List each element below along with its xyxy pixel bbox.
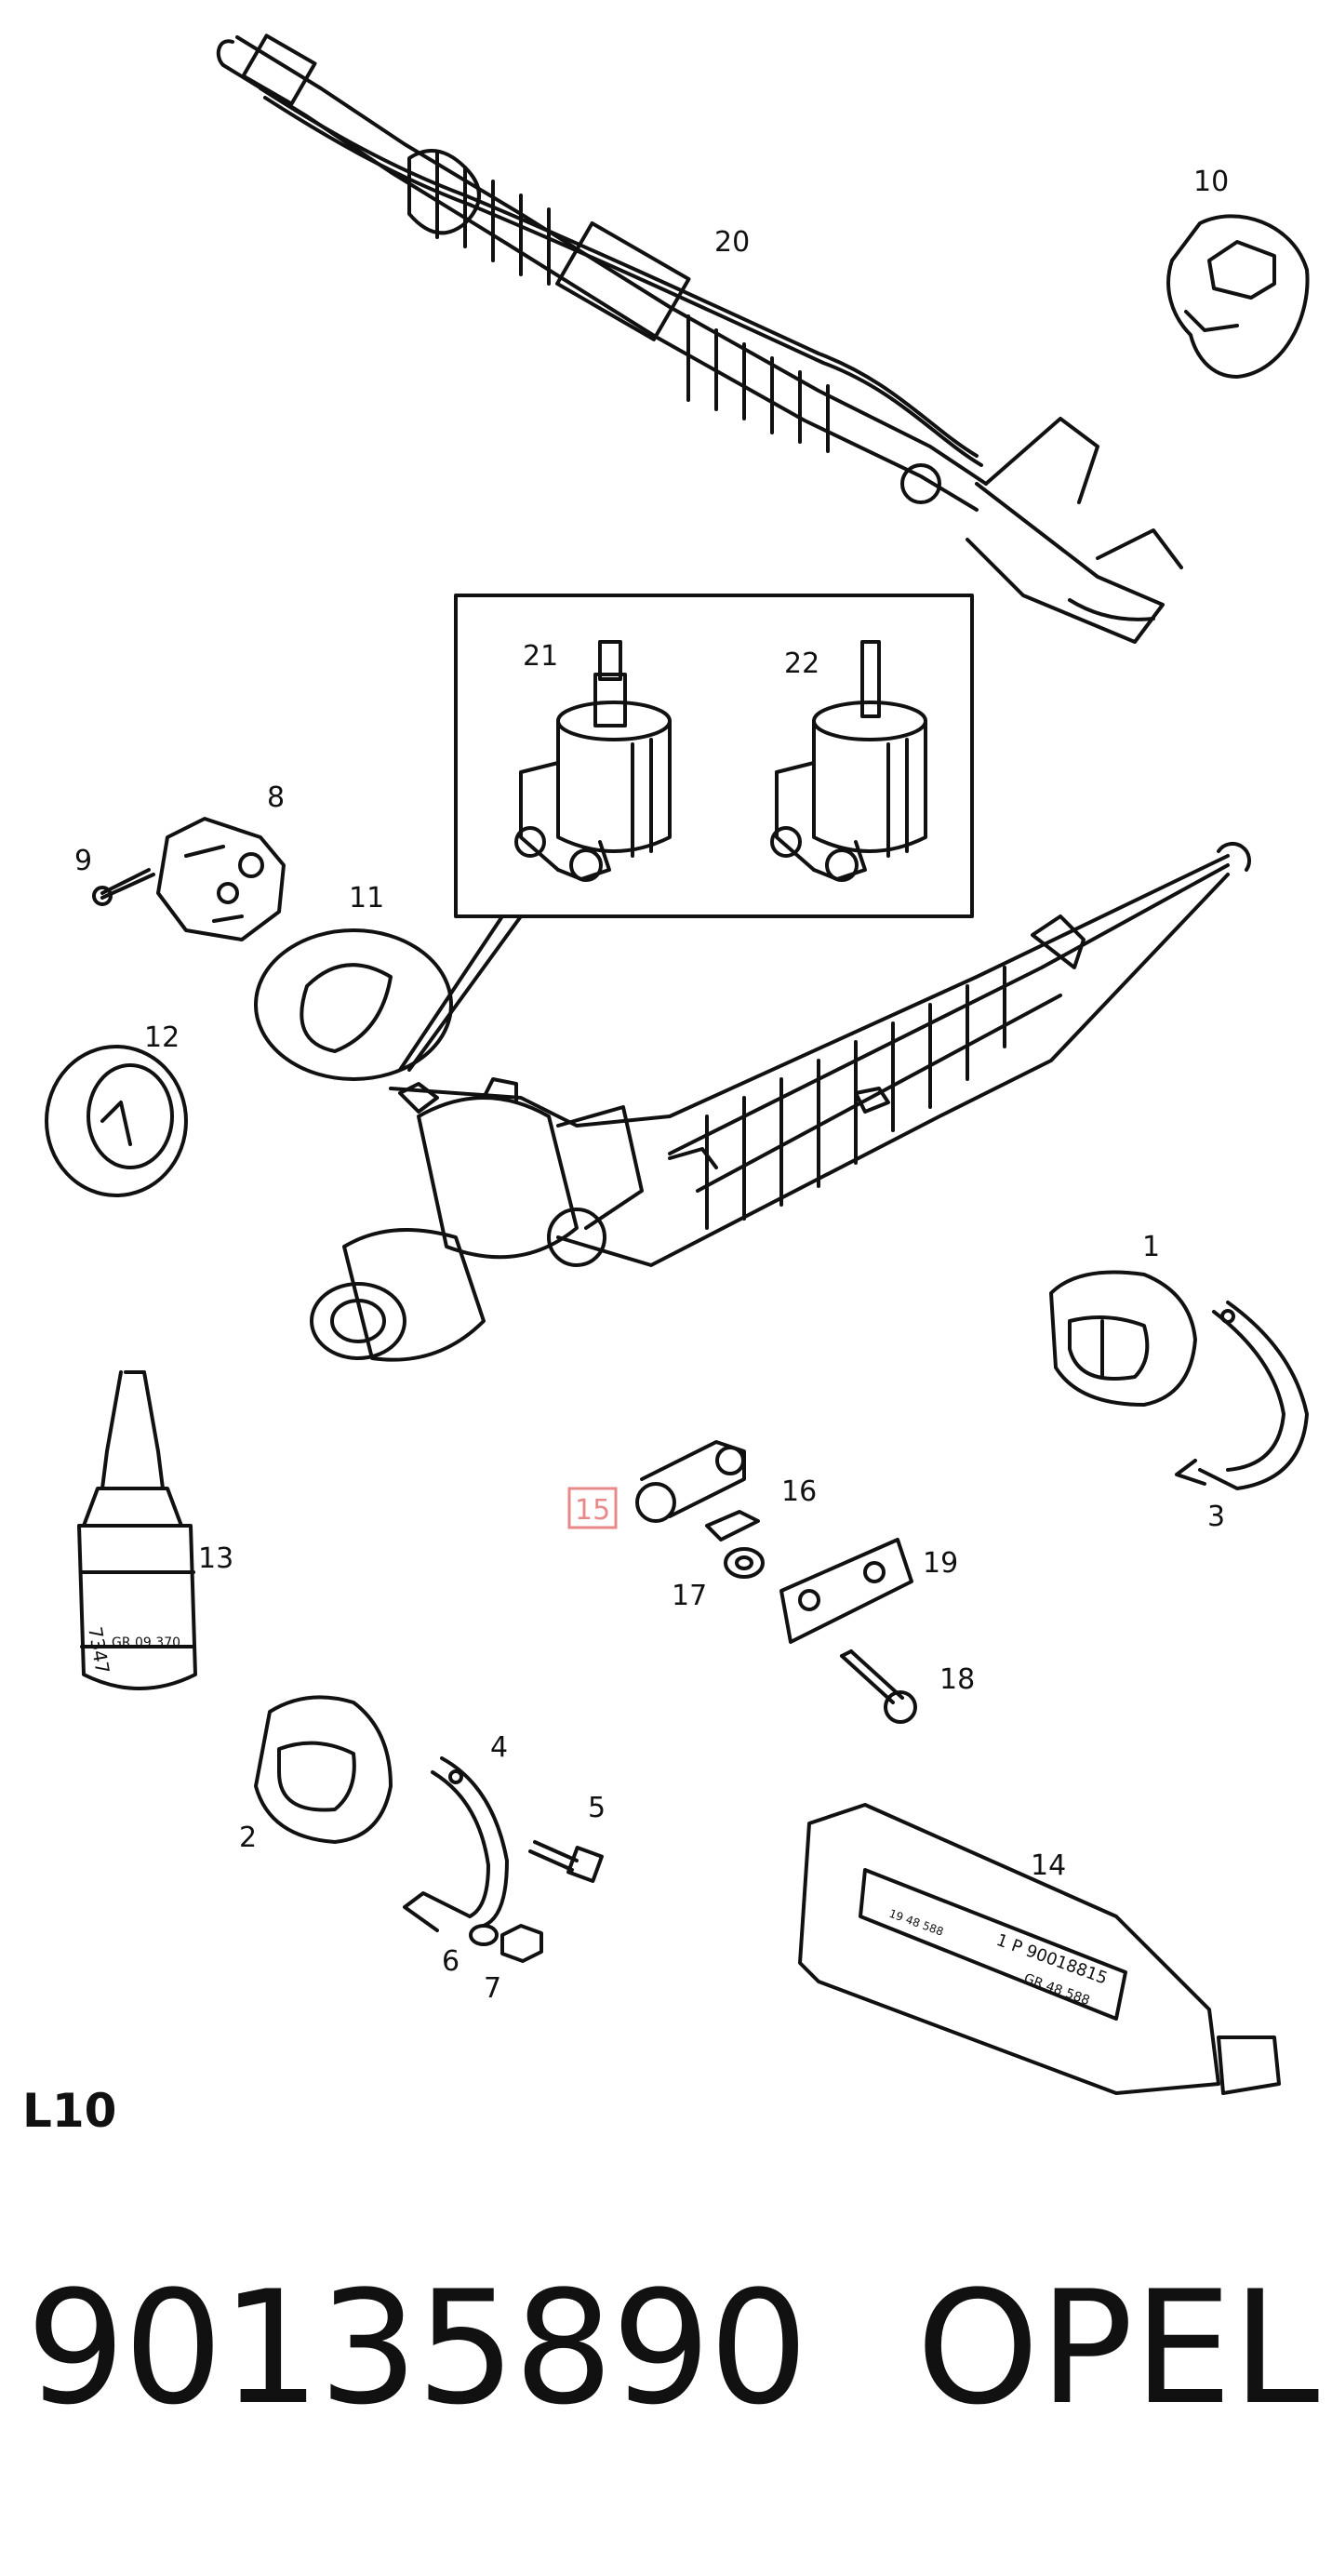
link-15 [635, 1440, 746, 1523]
bottle-label: 7347 [84, 1625, 113, 1675]
plate-19 [779, 1538, 913, 1644]
callout-20: 20 [714, 226, 750, 259]
valve-22 [770, 640, 927, 882]
part-number: 90135890 [26, 2257, 808, 2439]
callout-5: 5 [588, 1792, 606, 1824]
callout-4: 4 [490, 1731, 508, 1764]
bush-2 [254, 1695, 393, 1844]
washer-17 [724, 1547, 765, 1579]
bottle-13 [77, 1370, 197, 1690]
callout-15-highlight [567, 1487, 618, 1529]
callout-17: 17 [672, 1580, 707, 1612]
bush-11 [254, 928, 453, 1081]
callout-8: 8 [267, 781, 285, 814]
bolt-9 [92, 868, 155, 906]
callout-11: 11 [349, 882, 384, 914]
valve-21 [514, 640, 672, 882]
tube-label-left: 19 48 588 [887, 1907, 945, 1939]
parts-diagram: 7347 GR 09 370 1 P 90018815 19 48 588 GR… [45, 33, 1310, 2095]
clamp-4 [403, 1756, 509, 1932]
steering-rack-20 [216, 33, 1183, 644]
callout-10: 10 [1193, 166, 1229, 198]
steering-rack-main [310, 842, 1252, 1362]
bolt-5 [528, 1840, 604, 1883]
washer-6 [469, 1924, 499, 1946]
nut-7 [500, 1924, 543, 1963]
clamp-3 [1175, 1301, 1309, 1490]
callout-6: 6 [442, 1945, 460, 1978]
section-code: L10 [22, 2084, 117, 2138]
callout-9: 9 [74, 845, 92, 877]
bush-12 [45, 1045, 188, 1197]
brand-name: OPEL [916, 2257, 1320, 2439]
callout-18: 18 [939, 1663, 975, 1696]
callout-1: 1 [1142, 1231, 1160, 1263]
callout-2: 2 [239, 1822, 257, 1854]
tube-14 [798, 1803, 1281, 2095]
callout-12: 12 [144, 1021, 180, 1054]
inset-box [398, 594, 974, 1072]
clip-16 [705, 1510, 760, 1542]
callout-16: 16 [781, 1475, 817, 1508]
callout-22: 22 [784, 647, 819, 680]
callout-19: 19 [923, 1547, 958, 1580]
mount-10 [1166, 214, 1310, 379]
callout-15: 15 [575, 1494, 610, 1527]
callout-21: 21 [523, 640, 558, 673]
bush-1 [1049, 1270, 1197, 1407]
callout-14: 14 [1031, 1849, 1066, 1882]
joint-8 [156, 817, 286, 941]
bottle-sublabel: GR 09 370 [112, 1635, 180, 1650]
callout-13: 13 [198, 1542, 233, 1575]
callout-3: 3 [1207, 1501, 1225, 1533]
bolt-18 [840, 1649, 917, 1724]
callout-7: 7 [484, 1972, 501, 2005]
